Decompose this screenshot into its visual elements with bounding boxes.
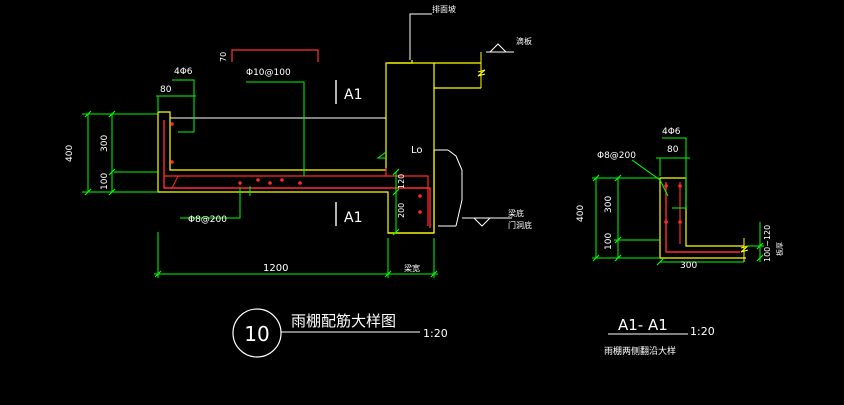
drawing-geometry xyxy=(82,13,764,335)
sec-dim-100-120-label: 100~120 xyxy=(763,225,772,262)
tick-400-bot xyxy=(84,188,92,196)
sec-dim-80-label: 80 xyxy=(667,145,679,155)
tick-100-bot xyxy=(108,188,116,196)
wall-break-zig xyxy=(477,69,486,77)
sec-outline-outer xyxy=(660,177,744,247)
tick-1200-l xyxy=(154,270,162,278)
sec-tick-300-t xyxy=(614,174,622,182)
rebar-dot-3 xyxy=(280,178,284,182)
sec-rebar-l xyxy=(665,182,740,253)
sec-bars-4phi6-label: 4Φ6 xyxy=(662,127,681,137)
top-right-label: 滴板 xyxy=(516,36,532,46)
main-scale: 1:20 xyxy=(423,327,448,340)
section-title: A1- A1 xyxy=(618,316,668,334)
sec-rebar-dot-3 xyxy=(678,220,682,224)
bar-phi10-label: Φ10@100 xyxy=(246,68,291,78)
canopy-outline-main xyxy=(157,87,481,234)
main-title: 雨棚配筋大样图 xyxy=(291,312,396,330)
lo-arrow xyxy=(376,151,387,159)
lintel-label-1: 梁底 xyxy=(508,208,524,218)
sec-leader-phi8 xyxy=(631,159,669,197)
sec-dim-400-label: 400 xyxy=(576,205,586,222)
dim-80-label: 80 xyxy=(160,85,172,95)
dim-120-label: 120 xyxy=(397,174,406,189)
rebar-dot-0 xyxy=(238,181,242,185)
rebar-dot-1 xyxy=(256,178,260,182)
sec-tick-400-t xyxy=(592,174,600,182)
rebar-tie-1 xyxy=(171,175,179,189)
lintel-label-2: 门洞底 xyxy=(508,220,532,230)
dim-70-bracket xyxy=(231,49,319,62)
rebar-beam-top xyxy=(386,175,429,226)
sec-leader-4phi6 xyxy=(662,137,687,209)
sec-bar-phi8-label: Φ8@200 xyxy=(597,151,636,161)
rebar-main-bottom xyxy=(163,120,431,228)
tick-400-top xyxy=(84,110,92,118)
rebar-dot-2 xyxy=(268,181,272,185)
tick-300-mid xyxy=(108,168,116,176)
sec-tick-300b-l xyxy=(656,258,664,266)
top-note-label: 排面坡 xyxy=(432,4,456,14)
section-mark-top: A1 xyxy=(344,87,362,103)
tick-120-top xyxy=(392,168,400,176)
dim-100-label: 100 xyxy=(100,173,110,190)
sec-dim-300-bottom-label: 300 xyxy=(680,261,697,271)
tick-200-bot xyxy=(392,228,400,236)
rebar-dot-7 xyxy=(418,194,422,198)
dim-1200-label: 1200 xyxy=(263,263,288,274)
level-mark-lintel xyxy=(473,217,491,227)
section-mark-bottom: A1 xyxy=(344,210,362,226)
bar-phi8-label: Φ8@200 xyxy=(188,215,227,225)
tick-120-bot xyxy=(392,188,400,196)
sec-tick-mid xyxy=(614,236,622,244)
sec-tick-slab-b xyxy=(756,254,764,262)
tick-beam-r xyxy=(430,270,438,278)
dim-70-label: 70 xyxy=(219,52,228,62)
sec-rebar-dot-0 xyxy=(664,184,668,188)
detail-number-circle xyxy=(232,308,282,358)
sec-tick-100-b xyxy=(614,254,622,262)
sec-slab-note-label: 板厚 xyxy=(775,242,784,256)
lintel-curve xyxy=(447,149,463,227)
tick-300-top xyxy=(108,110,116,118)
sec-break-zig xyxy=(740,245,749,253)
sec-rebar-dot-1 xyxy=(678,184,682,188)
leader-4phi6 xyxy=(172,79,195,133)
lo-label: Lo xyxy=(411,145,423,156)
section-subtitle: 雨棚两侧翻沿大样 xyxy=(604,345,676,357)
sec-dim-100-label: 100 xyxy=(604,233,614,250)
leader-top-note xyxy=(409,13,432,60)
leader-phi10 xyxy=(246,81,305,176)
beam-width-label: 梁宽 xyxy=(404,263,420,273)
dim-400-label: 400 xyxy=(65,145,75,162)
section-scale: 1:20 xyxy=(690,325,715,338)
rebar-dot-4 xyxy=(298,181,302,185)
rebar-dot-8 xyxy=(418,210,422,214)
level-mark-top xyxy=(489,43,507,53)
rebar-main-top xyxy=(164,168,387,177)
rebar-dot-6 xyxy=(170,160,174,164)
tick-1200-r xyxy=(384,270,392,278)
sec-tick-400-b xyxy=(592,254,600,262)
sec-rebar-dot-2 xyxy=(664,220,668,224)
sec-dim-300-label: 300 xyxy=(604,196,614,213)
detail-number: 10 xyxy=(244,322,269,346)
dim-300-label: 300 xyxy=(100,135,110,152)
dim-200-label: 200 xyxy=(397,203,406,218)
bars-4phi6-label: 4Φ6 xyxy=(174,67,193,77)
leader-phi8 xyxy=(180,188,241,219)
rebar-dot-5 xyxy=(170,122,174,126)
